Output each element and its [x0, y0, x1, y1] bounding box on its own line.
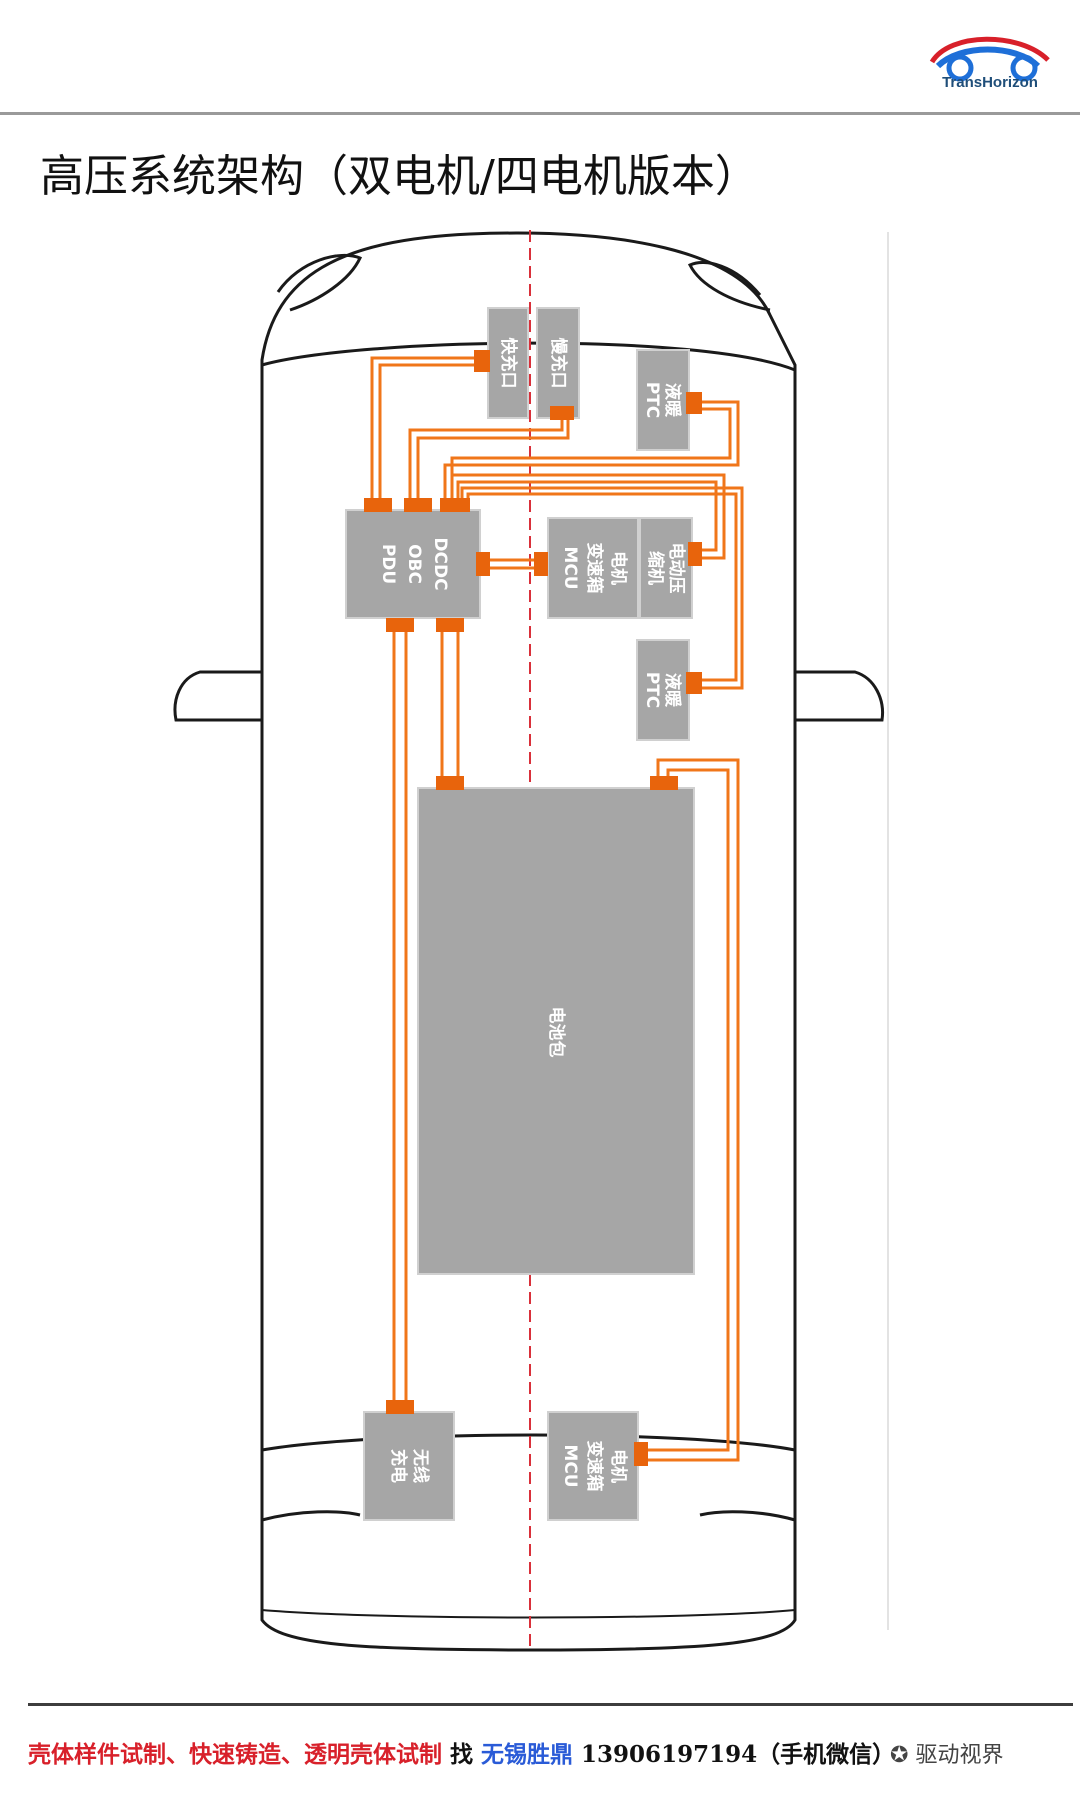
wireless-charging-label-1: 无线	[410, 1448, 431, 1483]
pdu-label: PDU	[378, 544, 398, 584]
rear-motor-label-3: MCU	[560, 1444, 580, 1487]
ptc-mid-label-1: 液暖	[662, 673, 683, 708]
hv-cables	[370, 356, 744, 1462]
footer-divider	[28, 1703, 1073, 1706]
footer-services: 壳体样件试制、快速铸造、透明壳体试制	[28, 1741, 442, 1768]
rear-motor-label-2: 变速箱	[584, 1441, 605, 1492]
front-motor-label-2: 变速箱	[584, 543, 605, 594]
footer-ad: 壳体样件试制、快速铸造、透明壳体试制 找 无锡胜鼎 13906197194（手机…	[28, 1735, 895, 1769]
wireless-charging-label-2: 充电	[388, 1449, 409, 1483]
vehicle-hv-diagram: 快充口 慢充口 液暖 PTC DCDC OBC PDU 电机 变速箱 MCU 电…	[173, 230, 889, 1652]
obc-label: OBC	[404, 544, 424, 584]
page-title: 高压系统架构（双电机/四电机版本）	[40, 151, 759, 202]
ptc-front-label-1: 液暖	[662, 383, 683, 418]
logo-text: TransHorizon	[942, 74, 1038, 91]
footer-find: 找	[450, 1741, 474, 1768]
slow-charge-port-label: 慢充口	[548, 338, 569, 389]
footer-company: 无锡胜鼎	[481, 1741, 574, 1768]
ptc-front-label-2: PTC	[642, 382, 662, 419]
e-compressor-label-2: 缩机	[645, 551, 666, 585]
rear-motor-label-1: 电机	[608, 1449, 629, 1483]
wechat-icon: ✪	[890, 1743, 909, 1768]
e-compressor-label-1: 电动压	[666, 543, 687, 594]
connectors	[364, 350, 702, 1466]
dcdc-label: DCDC	[430, 537, 450, 590]
front-motor-label-3: MCU	[560, 546, 580, 589]
watermark-text: 驱动视界	[915, 1743, 1004, 1768]
fast-charge-port-label: 快充口	[498, 338, 519, 389]
header-divider	[0, 112, 1080, 115]
component-boxes	[345, 307, 695, 1521]
front-motor-label-1: 电机	[608, 551, 629, 585]
ptc-mid-label-2: PTC	[642, 672, 662, 709]
footer-phone: 13906197194（手机微信）	[581, 1741, 896, 1768]
battery-pack-label: 电池包	[546, 1007, 567, 1058]
car-outline	[260, 231, 797, 1652]
right-mirror	[793, 670, 885, 722]
watermark: ✪ 驱动视界	[890, 1737, 1004, 1769]
transhorizon-logo	[929, 36, 1050, 82]
left-mirror	[173, 670, 264, 722]
